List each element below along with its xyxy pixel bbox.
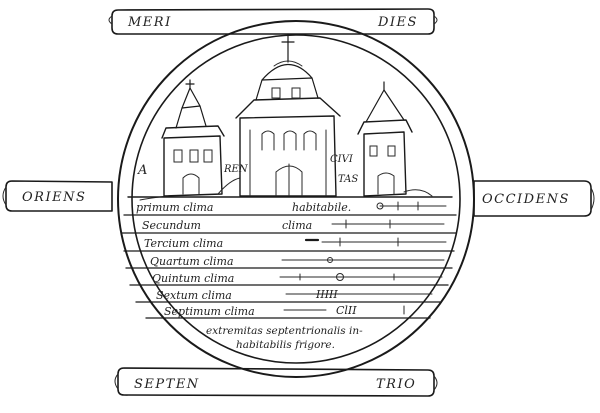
clima-7-number: ClII bbox=[336, 304, 357, 317]
city-label-tas: TAS bbox=[338, 174, 358, 185]
climate-bands: primum clima habitabile. Secundum clima … bbox=[121, 196, 457, 319]
clima-1-note: habitabile. bbox=[292, 201, 351, 214]
scroll-right: OCCIDENS bbox=[473, 180, 595, 217]
label-septen: SEPTEN bbox=[134, 377, 200, 392]
clima-2-note: clima bbox=[282, 219, 312, 232]
clima-1-label: primum clima bbox=[136, 201, 213, 214]
note-line-2: habitabilis frigore. bbox=[236, 339, 335, 351]
northern-note: extremitas septentrionalis in- habitabil… bbox=[206, 325, 363, 351]
city-label-ren: REN bbox=[223, 164, 249, 175]
scroll-left: ORIENS bbox=[2, 180, 113, 212]
city-label-civi: CIVI bbox=[330, 154, 354, 165]
scroll-bottom: SEPTEN TRIO bbox=[114, 367, 438, 397]
clima-3-label: Tercium clima bbox=[144, 237, 223, 250]
note-line-1: extremitas septentrionalis in- bbox=[206, 325, 363, 337]
clima-7-label: Septimum clima bbox=[164, 305, 255, 318]
world-circle bbox=[117, 20, 475, 378]
label-dies: DIES bbox=[377, 15, 418, 30]
label-occidens: OCCIDENS bbox=[482, 192, 570, 207]
city-label-a: A bbox=[137, 163, 147, 178]
right-tower bbox=[357, 81, 433, 197]
clima-5-label: Quintum clima bbox=[152, 272, 234, 285]
left-tower bbox=[139, 79, 241, 201]
scroll-top: MERI DIES bbox=[108, 8, 438, 35]
clima-4-label: Quartum clima bbox=[150, 255, 234, 268]
central-hall bbox=[235, 33, 341, 197]
label-trio: TRIO bbox=[376, 377, 416, 392]
clima-6-label: Sextum clima bbox=[156, 289, 232, 302]
label-meri: MERI bbox=[127, 15, 172, 30]
clima-6-marks: IIIII bbox=[315, 288, 338, 301]
city-of-aren: A REN CIVI TAS bbox=[137, 33, 433, 201]
label-oriens: ORIENS bbox=[22, 190, 86, 205]
clima-2-label: Secundum bbox=[142, 219, 201, 232]
